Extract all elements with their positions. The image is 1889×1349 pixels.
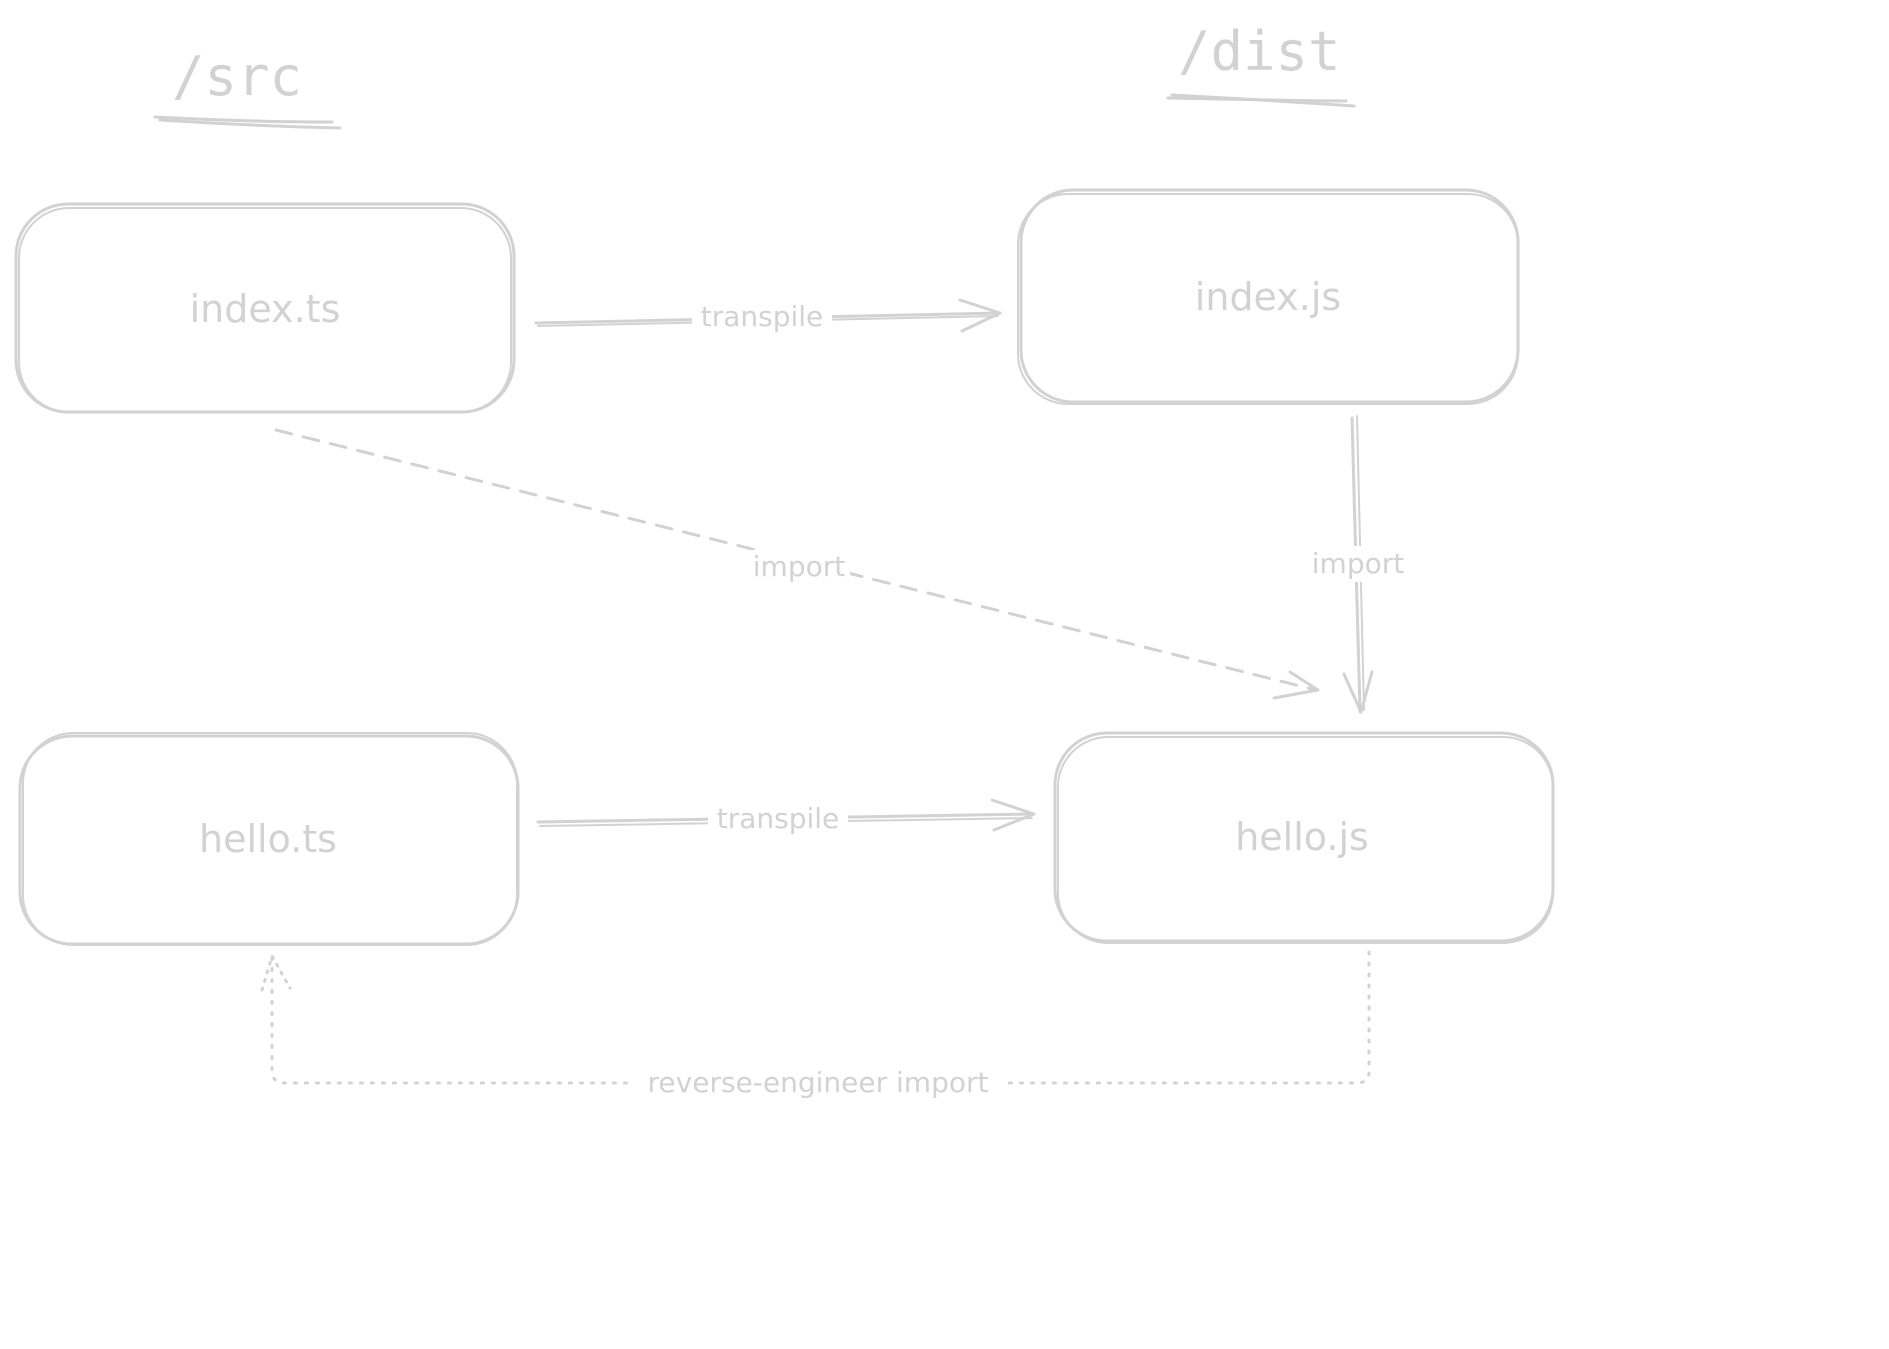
edge-transpile-index-label: transpile (701, 300, 824, 333)
edge-import-ts-to-js[interactable]: import (274, 428, 1320, 700)
node-index-ts[interactable]: index.ts (14, 202, 516, 414)
edge-reverse-import-label: reverse-engineer import (648, 1066, 989, 1099)
node-hello-js-label: hello.js (1235, 815, 1369, 859)
node-hello-ts[interactable]: hello.ts (18, 732, 520, 946)
edge-transpile-index-arrowhead (958, 298, 1002, 333)
edge-import-index-js-label-bg (1306, 546, 1410, 582)
edge-transpile-hello-arrowhead (990, 798, 1036, 832)
node-index-js-label: index.js (1195, 275, 1341, 319)
src-heading-underline (153, 115, 334, 124)
edge-import-index-js-label: import (1312, 547, 1404, 580)
edge-reverse-import[interactable]: reverse-engineer import (260, 950, 1371, 1102)
edge-transpile-index[interactable]: transpile (534, 298, 1002, 333)
node-index-ts-label: index.ts (190, 287, 341, 331)
node-index-ts-box-sketch (18, 207, 512, 413)
src-heading-text: /src (172, 45, 302, 108)
node-index-js-box-sketch (1017, 193, 1519, 405)
edge-import-index-js[interactable]: import (1306, 415, 1410, 714)
node-index-js[interactable]: index.js (1017, 188, 1520, 405)
edge-reverse-import-line (270, 950, 1371, 1085)
edge-transpile-hello-label: transpile (717, 802, 840, 835)
dist-heading-text: /dist (1178, 20, 1341, 83)
src-heading-underline-2 (158, 118, 342, 130)
edge-import-ts-to-js-label-bg (748, 550, 850, 584)
node-hello-ts-box-sketch (22, 732, 518, 946)
node-hello-ts-label: hello.ts (199, 817, 337, 861)
edge-transpile-hello-label-bg (708, 800, 848, 834)
edge-reverse-import-label-bg (630, 1064, 1006, 1102)
diagram-canvas: /src /dist index.ts index.js hello.ts he… (14, 20, 1555, 1102)
edge-import-index-js-arrowhead (1342, 670, 1374, 714)
edge-import-ts-to-js-label: import (753, 550, 845, 583)
node-hello-js[interactable]: hello.js (1053, 731, 1555, 944)
edge-transpile-hello[interactable]: transpile (536, 798, 1036, 835)
edge-import-ts-to-js-arrowhead (1272, 670, 1320, 700)
edge-transpile-index-label-bg (692, 298, 832, 332)
dist-heading-underline-2 (1170, 93, 1356, 108)
edge-reverse-import-arrowhead (260, 954, 292, 992)
dist-heading: /dist (1166, 20, 1356, 108)
node-hello-js-box-sketch (1057, 736, 1554, 944)
src-heading: /src (153, 45, 342, 130)
